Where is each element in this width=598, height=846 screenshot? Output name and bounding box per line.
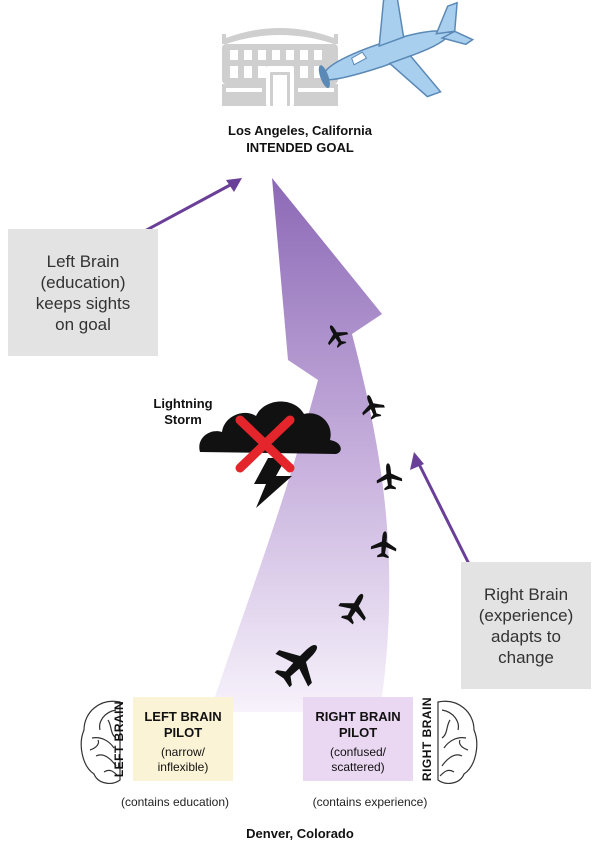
origin-label: Denver, Colorado xyxy=(246,826,354,841)
left-brain-note: Left Brain (education) keeps sights on g… xyxy=(8,229,158,356)
brain-icon xyxy=(80,700,121,784)
lightning-bolt-icon xyxy=(254,458,292,508)
pilot-sub-line: scattered) xyxy=(331,760,385,774)
note-line: (experience) xyxy=(478,605,574,625)
pilot-sub-line: inflexible) xyxy=(157,760,209,774)
pilot-title: PILOT xyxy=(163,725,203,740)
left-pilot-caption: (contains education) xyxy=(120,795,230,809)
storm-cloud-icon xyxy=(199,401,341,454)
stadium-icon xyxy=(222,28,338,106)
brain-icon xyxy=(437,700,478,784)
left-brain-pilot-box: LEFT BRAIN PILOT (narrow/ inflexible) xyxy=(133,697,233,781)
right-brain-note: Right Brain (experience) adapts to chang… xyxy=(461,562,591,689)
pilot-description: (confused/ scattered) xyxy=(303,745,413,775)
left-brain-side-label: LEFT BRAIN xyxy=(112,700,126,778)
note-line: (education) xyxy=(40,272,126,292)
goal-label: Los Angeles, California INTENDED GOAL xyxy=(150,122,450,156)
airplane-icon xyxy=(318,0,475,98)
pilot-title: RIGHT BRAIN xyxy=(315,709,401,724)
pilot-sub-line: (confused/ xyxy=(329,745,387,759)
note-line: Left Brain xyxy=(46,251,120,271)
x-mark-icon xyxy=(235,415,295,473)
pilot-sub-line: (narrow/ xyxy=(160,745,205,759)
note-line: on goal xyxy=(55,314,111,334)
right-brain-pilot-box: RIGHT BRAIN PILOT (confused/ scattered) xyxy=(303,697,413,781)
storm-line: Lightning xyxy=(153,396,213,411)
goal-city: Los Angeles, California xyxy=(228,123,372,138)
note-line: adapts to xyxy=(491,626,561,646)
note-line: Right Brain xyxy=(483,584,569,604)
goal-title: INTENDED GOAL xyxy=(246,140,354,155)
right-pilot-caption: (contains experience) xyxy=(312,795,428,809)
note-line: change xyxy=(498,647,554,667)
storm-label: Lightning Storm xyxy=(143,396,223,428)
storm-line: Storm xyxy=(164,412,202,427)
note-line: keeps sights xyxy=(35,293,131,313)
pilot-title: LEFT BRAIN xyxy=(144,709,222,724)
pilot-title: PILOT xyxy=(338,725,378,740)
right-brain-side-label: RIGHT BRAIN xyxy=(420,696,434,782)
pilot-description: (narrow/ inflexible) xyxy=(133,745,233,775)
